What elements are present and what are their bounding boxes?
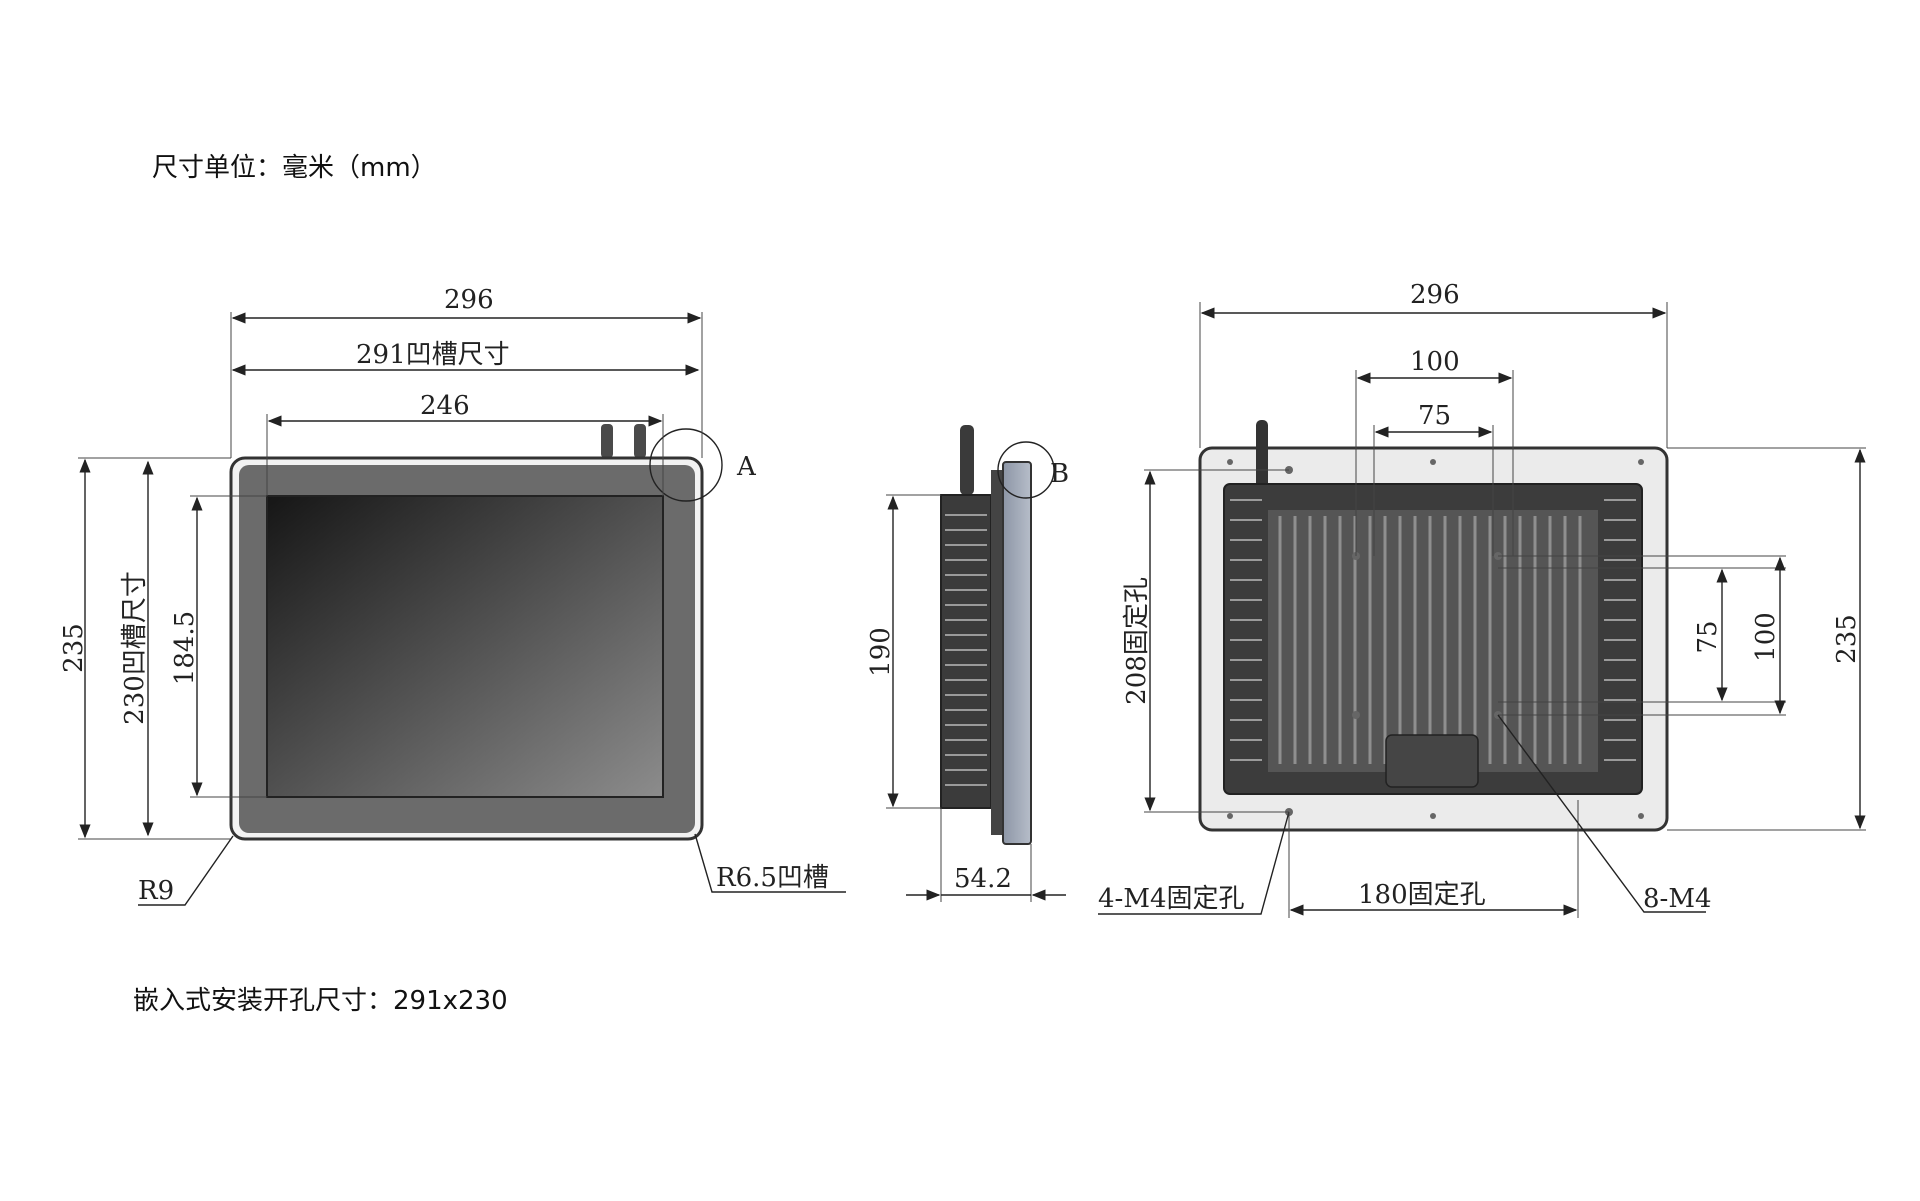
rear-mount-width-label: 180固定孔	[1358, 880, 1486, 910]
side-height-label: 190	[866, 627, 896, 677]
rear-vesa100-label: 100	[1410, 347, 1460, 377]
m4-label: 4-M4固定孔	[1098, 884, 1245, 914]
m4-leader	[1098, 811, 1290, 915]
rear-vesa75-label: 75	[1418, 401, 1451, 431]
rear-view: 296 100 75 208固定孔 75 100 235 4-M4固定孔	[1098, 280, 1866, 918]
rear-label-plate	[1385, 734, 1479, 788]
antenna-connector-1	[601, 424, 613, 458]
rear-fins	[1278, 516, 1582, 764]
side-view: B 190 54.2	[866, 425, 1069, 902]
r65-leader	[694, 833, 846, 893]
rear-side-fins	[1230, 499, 1636, 761]
rear-v100-label: 100	[1751, 612, 1781, 662]
r9-leader	[138, 835, 234, 906]
front-groove-width-label: 291凹槽尺寸	[356, 340, 510, 370]
front-height-label: 235	[59, 623, 89, 673]
rear-v75-label: 75	[1693, 620, 1723, 653]
front-screen-width-label: 246	[420, 391, 470, 421]
front-groove-height-label: 230凹槽尺寸	[120, 571, 150, 725]
front-width-label: 296	[444, 285, 494, 315]
detail-a-circle	[649, 428, 723, 502]
side-antenna	[960, 425, 974, 495]
detail-b-label: B	[1050, 459, 1069, 489]
rear-mount-holes	[1227, 459, 1644, 819]
front-screen	[266, 495, 664, 798]
m4-8-label: 8-M4	[1643, 884, 1712, 914]
front-view: A 296 291凹槽尺寸 246 235 230凹槽尺寸 184.5 R9 R…	[59, 285, 846, 906]
rear-mount-height-label: 208固定孔	[1122, 577, 1152, 705]
rear-height-label: 235	[1832, 614, 1862, 664]
antenna-connector-2	[634, 424, 646, 458]
side-heatsink	[940, 494, 992, 809]
cutout-note: 嵌入式安装开孔尺寸：291x230	[133, 986, 508, 1016]
r9-label: R9	[138, 876, 174, 906]
side-glass	[1002, 461, 1032, 845]
m4-8-leader	[1497, 714, 1706, 913]
front-screen-height-label: 184.5	[170, 611, 200, 685]
r65-label: R6.5凹槽	[716, 863, 829, 893]
rear-width-label: 296	[1410, 280, 1460, 310]
side-frame	[991, 470, 1003, 835]
units-note: 尺寸单位：毫米（mm）	[152, 153, 437, 183]
rear-heatsink-core	[1268, 510, 1598, 772]
rear-antenna	[1256, 420, 1268, 490]
side-fins	[945, 514, 987, 786]
detail-a-label: A	[736, 452, 757, 482]
side-depth-label: 54.2	[954, 864, 1012, 894]
detail-b-circle	[997, 441, 1055, 499]
